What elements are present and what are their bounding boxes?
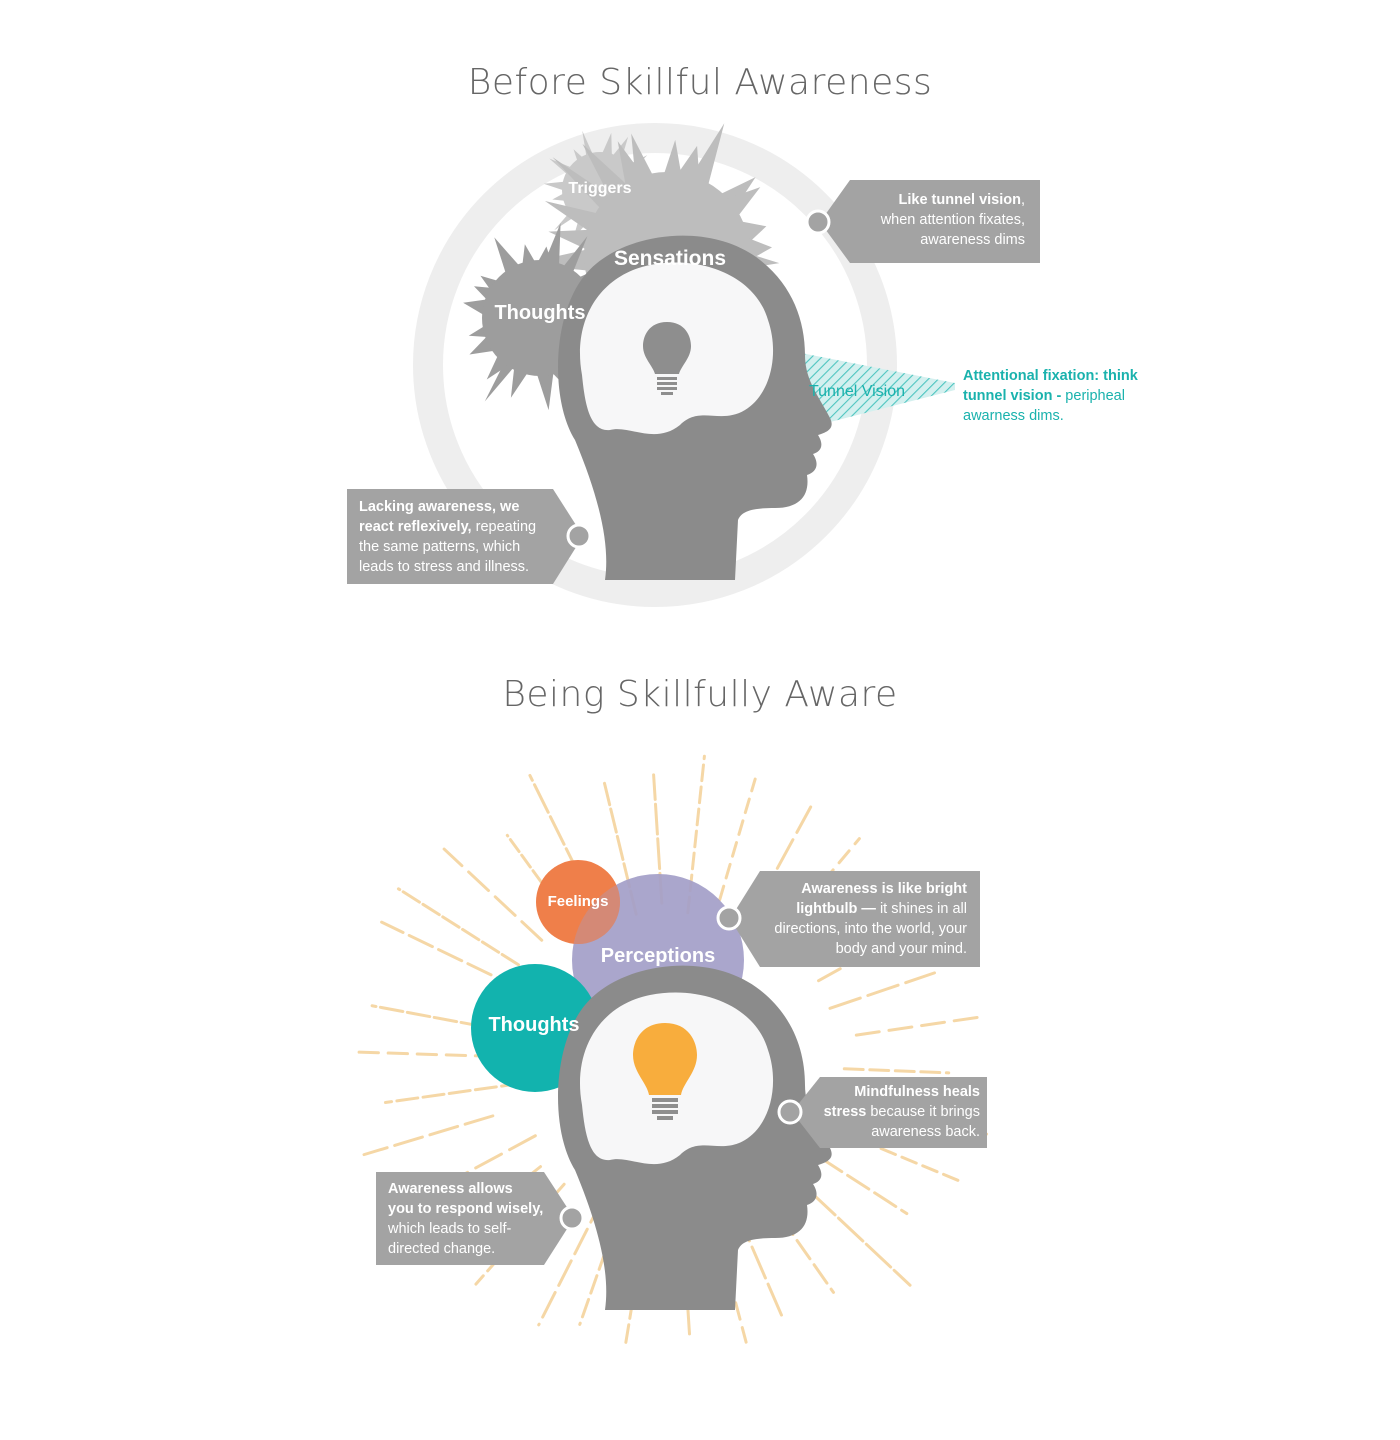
callout-top-right-shape xyxy=(805,180,1040,263)
callout-lightbulb: Awareness is like bright lightbulb — it … xyxy=(770,879,967,959)
callout-tunnel-line3: awareness dims xyxy=(920,232,1025,248)
triggers-label: Triggers xyxy=(568,180,632,197)
lightbulb-gray-icon xyxy=(643,322,691,395)
before-diagram xyxy=(347,123,1040,607)
teal-note-line3: awarness dims. xyxy=(963,408,1064,424)
spike xyxy=(582,143,627,198)
light-ray xyxy=(854,1015,981,1037)
spike xyxy=(468,325,488,338)
head-silhouette-bottom xyxy=(558,965,832,1310)
thoughts-label: Thoughts xyxy=(494,302,586,324)
light-ray xyxy=(418,1134,537,1200)
feelings-bubble xyxy=(536,860,620,944)
callout-respond-wisely: Awareness allows you to respond wisely, … xyxy=(388,1179,558,1259)
callout-lacking-awareness: Lacking awareness, we react reflexively,… xyxy=(359,497,559,577)
callout-tunnel-vision: Like tunnel vision, when attention fixat… xyxy=(855,190,1025,250)
callout-lacking-bold1: Lacking awareness, we xyxy=(359,499,520,515)
spike xyxy=(631,133,653,181)
before-title: Before Skillful Awareness xyxy=(467,62,933,103)
teal-note-fixation: Attentional fixation: think tunnel visio… xyxy=(963,366,1173,426)
callout-after-right-shape xyxy=(777,1077,987,1148)
light-ray xyxy=(362,1114,495,1157)
light-ray xyxy=(442,847,544,942)
callout-lightbulb-bold2: lightbulb — xyxy=(796,901,876,917)
callout-tunnel-comma: , xyxy=(1020,192,1025,208)
spike xyxy=(552,193,566,201)
callout-mindfulness-rest2: because it brings xyxy=(866,1104,980,1120)
spike xyxy=(522,244,536,265)
callout-mindfulness-bold2: stress xyxy=(823,1104,867,1120)
spike xyxy=(544,222,561,266)
callout-after-left-shape xyxy=(376,1172,585,1265)
spike xyxy=(563,236,588,273)
callout-lacking-bold2: react reflexively, xyxy=(359,519,472,535)
callout-lacking-rest2: repeating xyxy=(471,519,537,535)
light-ray xyxy=(842,1067,951,1075)
spike xyxy=(494,237,520,274)
callout-after-top-shape xyxy=(716,871,980,967)
callout-lightbulb-bold1: Awareness is like bright xyxy=(801,881,967,897)
spike xyxy=(544,201,598,232)
callout-respond-bold1: Awareness allows xyxy=(388,1181,513,1197)
spike xyxy=(536,372,554,411)
callout-tunnel-line2: when attention fixates, xyxy=(880,212,1025,228)
sensations-label: Sensations xyxy=(613,247,727,270)
light-ray xyxy=(356,1050,497,1058)
feelings-label: Feelings xyxy=(547,893,609,910)
tunnel-vision-label: Tunnel Vision xyxy=(808,383,906,400)
callout-mindfulness-bold1: Mindfulness heals xyxy=(854,1084,980,1100)
light-ray xyxy=(383,1081,525,1105)
callout-lightbulb-line4: body and your mind. xyxy=(835,941,967,957)
lightbulb-orange-icon xyxy=(633,1023,697,1120)
callout-respond-bold2: you to respond wisely, xyxy=(388,1201,544,1217)
spike xyxy=(582,130,593,157)
spike xyxy=(510,367,528,398)
spike xyxy=(484,361,514,402)
light-ray xyxy=(537,1195,605,1327)
spike xyxy=(552,157,611,209)
teal-note-bold2: tunnel vision - xyxy=(963,388,1062,404)
light-ray xyxy=(828,971,936,1010)
awareness-ring xyxy=(413,123,897,607)
callout-respond-line4: directed change. xyxy=(388,1241,496,1257)
spike xyxy=(601,132,612,157)
after-diagram xyxy=(356,754,989,1344)
thoughts-teal-label: Thoughts xyxy=(488,1014,580,1036)
spike xyxy=(543,181,565,191)
callout-lacking-line4: leads to stress and illness. xyxy=(359,559,530,575)
head-silhouette-top xyxy=(558,235,832,580)
callout-lightbulb-line3: directions, into the world, your xyxy=(774,921,967,937)
callout-mindfulness: Mindfulness heals stress because it brin… xyxy=(805,1082,980,1142)
light-ray xyxy=(718,777,757,902)
callout-respond-line3: which leads to self- xyxy=(388,1221,512,1237)
callout-lightbulb-rest2: it shines in all xyxy=(875,901,967,917)
light-ray xyxy=(819,1156,909,1216)
perceptions-label: Perceptions xyxy=(600,945,716,967)
light-ray xyxy=(396,887,520,967)
callout-tunnel-bold: Like tunnel vision xyxy=(898,192,1021,208)
callout-lacking-line3: the same patterns, which xyxy=(359,539,521,555)
after-title: Being Skillfully Aware xyxy=(502,674,898,715)
callout-mindfulness-line3: awareness back. xyxy=(871,1124,980,1140)
callout-bottom-left-shape xyxy=(347,489,592,584)
spike xyxy=(463,299,488,316)
teal-note-rest2: peripheal xyxy=(1061,388,1125,404)
spike xyxy=(690,123,725,186)
teal-note-bold1: Attentional fixation: think xyxy=(963,368,1138,384)
spike xyxy=(664,139,682,176)
